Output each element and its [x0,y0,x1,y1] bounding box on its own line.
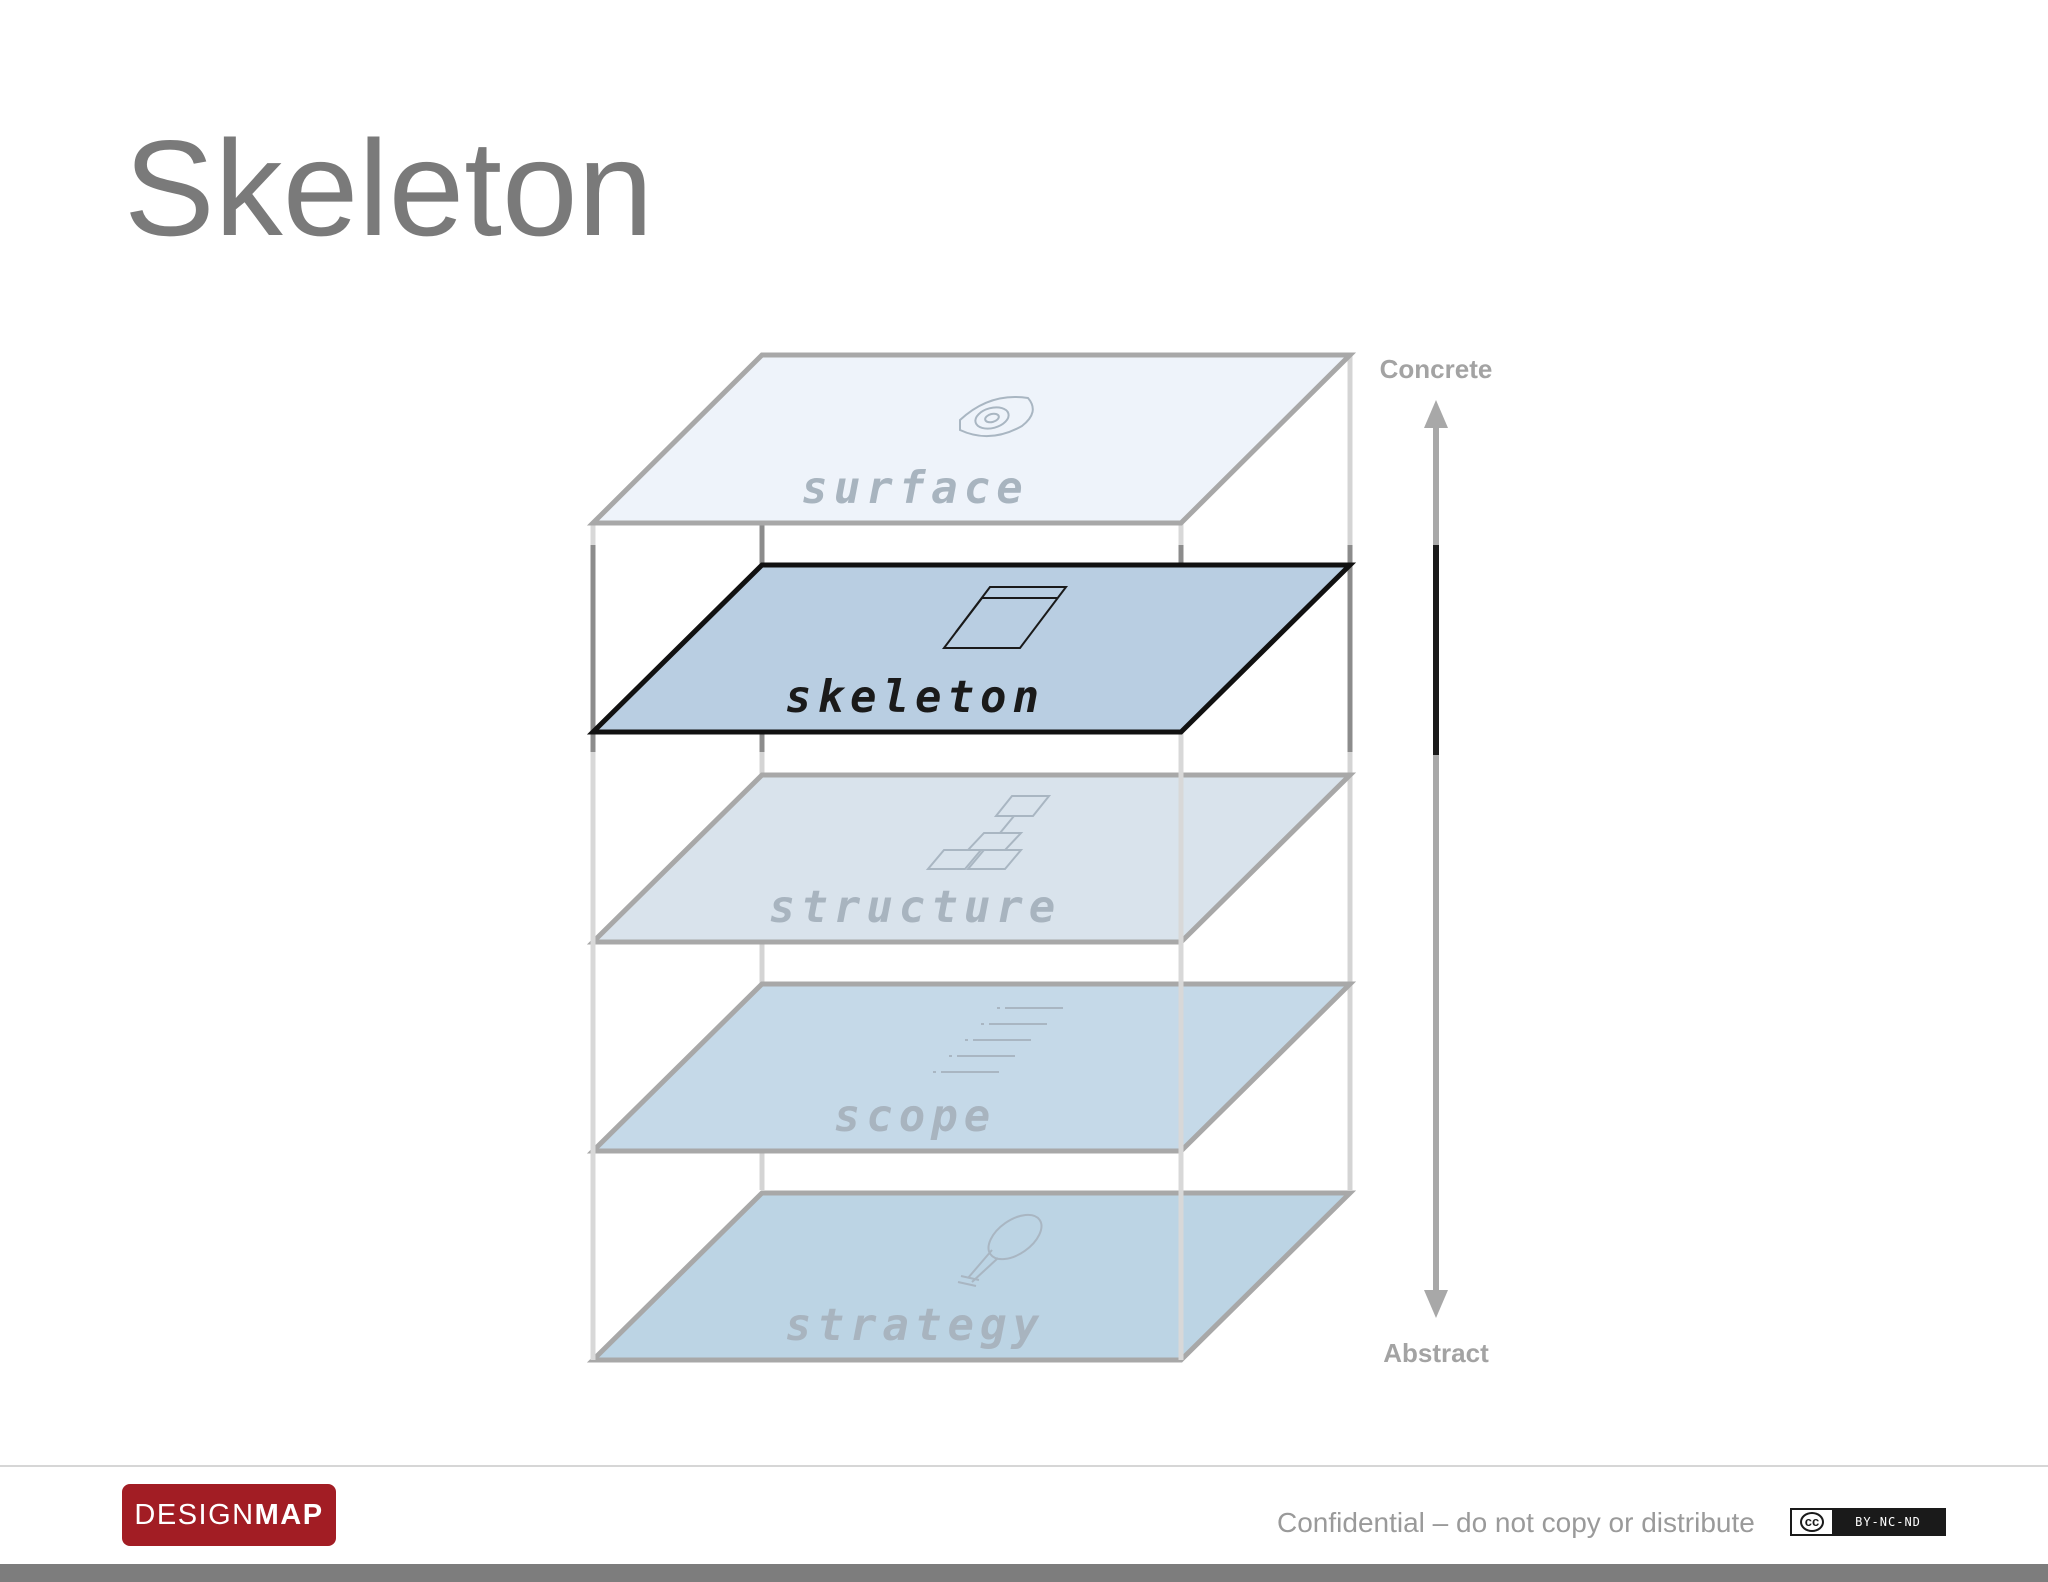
layer-surface: surface [586,352,1357,526]
logo-text-regular: DESIGN [134,1498,255,1531]
cc-icon: cc [1800,1512,1824,1532]
eye-icon [959,396,1034,438]
layer-label-scope: scope [834,1091,996,1142]
layer-label-surface: surface [801,463,1028,514]
layer-strategy: strategy [586,1190,1357,1363]
arrow-down-icon [1424,1290,1448,1318]
axis-label-concrete: Concrete [1380,354,1493,384]
layer-scope: scope [586,981,1357,1154]
layer-skeleton: skeleton [586,562,1357,735]
layer-label-skeleton: skeleton [785,672,1045,723]
slide-title: Skeleton [124,112,654,264]
surface-plane [586,352,1357,526]
footer-divider [0,1465,2048,1467]
layer-label-strategy: strategy [785,1300,1045,1351]
cc-license-badge: cc BY-NC-ND [1790,1508,1946,1536]
lightbulb-icon [957,1213,1043,1287]
list-icon [933,1007,1063,1073]
abstraction-axis: Concrete Abstract [1380,354,1493,1368]
logo-text-bold: MAP [254,1498,324,1531]
sitemap-icon [925,795,1052,870]
layer-structure: structure [586,772,1357,945]
bottom-bar [0,1564,2048,1582]
arrow-up-icon [1424,400,1448,428]
license-terms: BY-NC-ND [1832,1510,1944,1534]
layer-label-structure: structure [769,882,1061,933]
confidential-notice: Confidential – do not copy or distribute [1277,1507,1755,1538]
axis-label-abstract: Abstract [1383,1338,1489,1368]
wireframe-icon [941,586,1069,649]
